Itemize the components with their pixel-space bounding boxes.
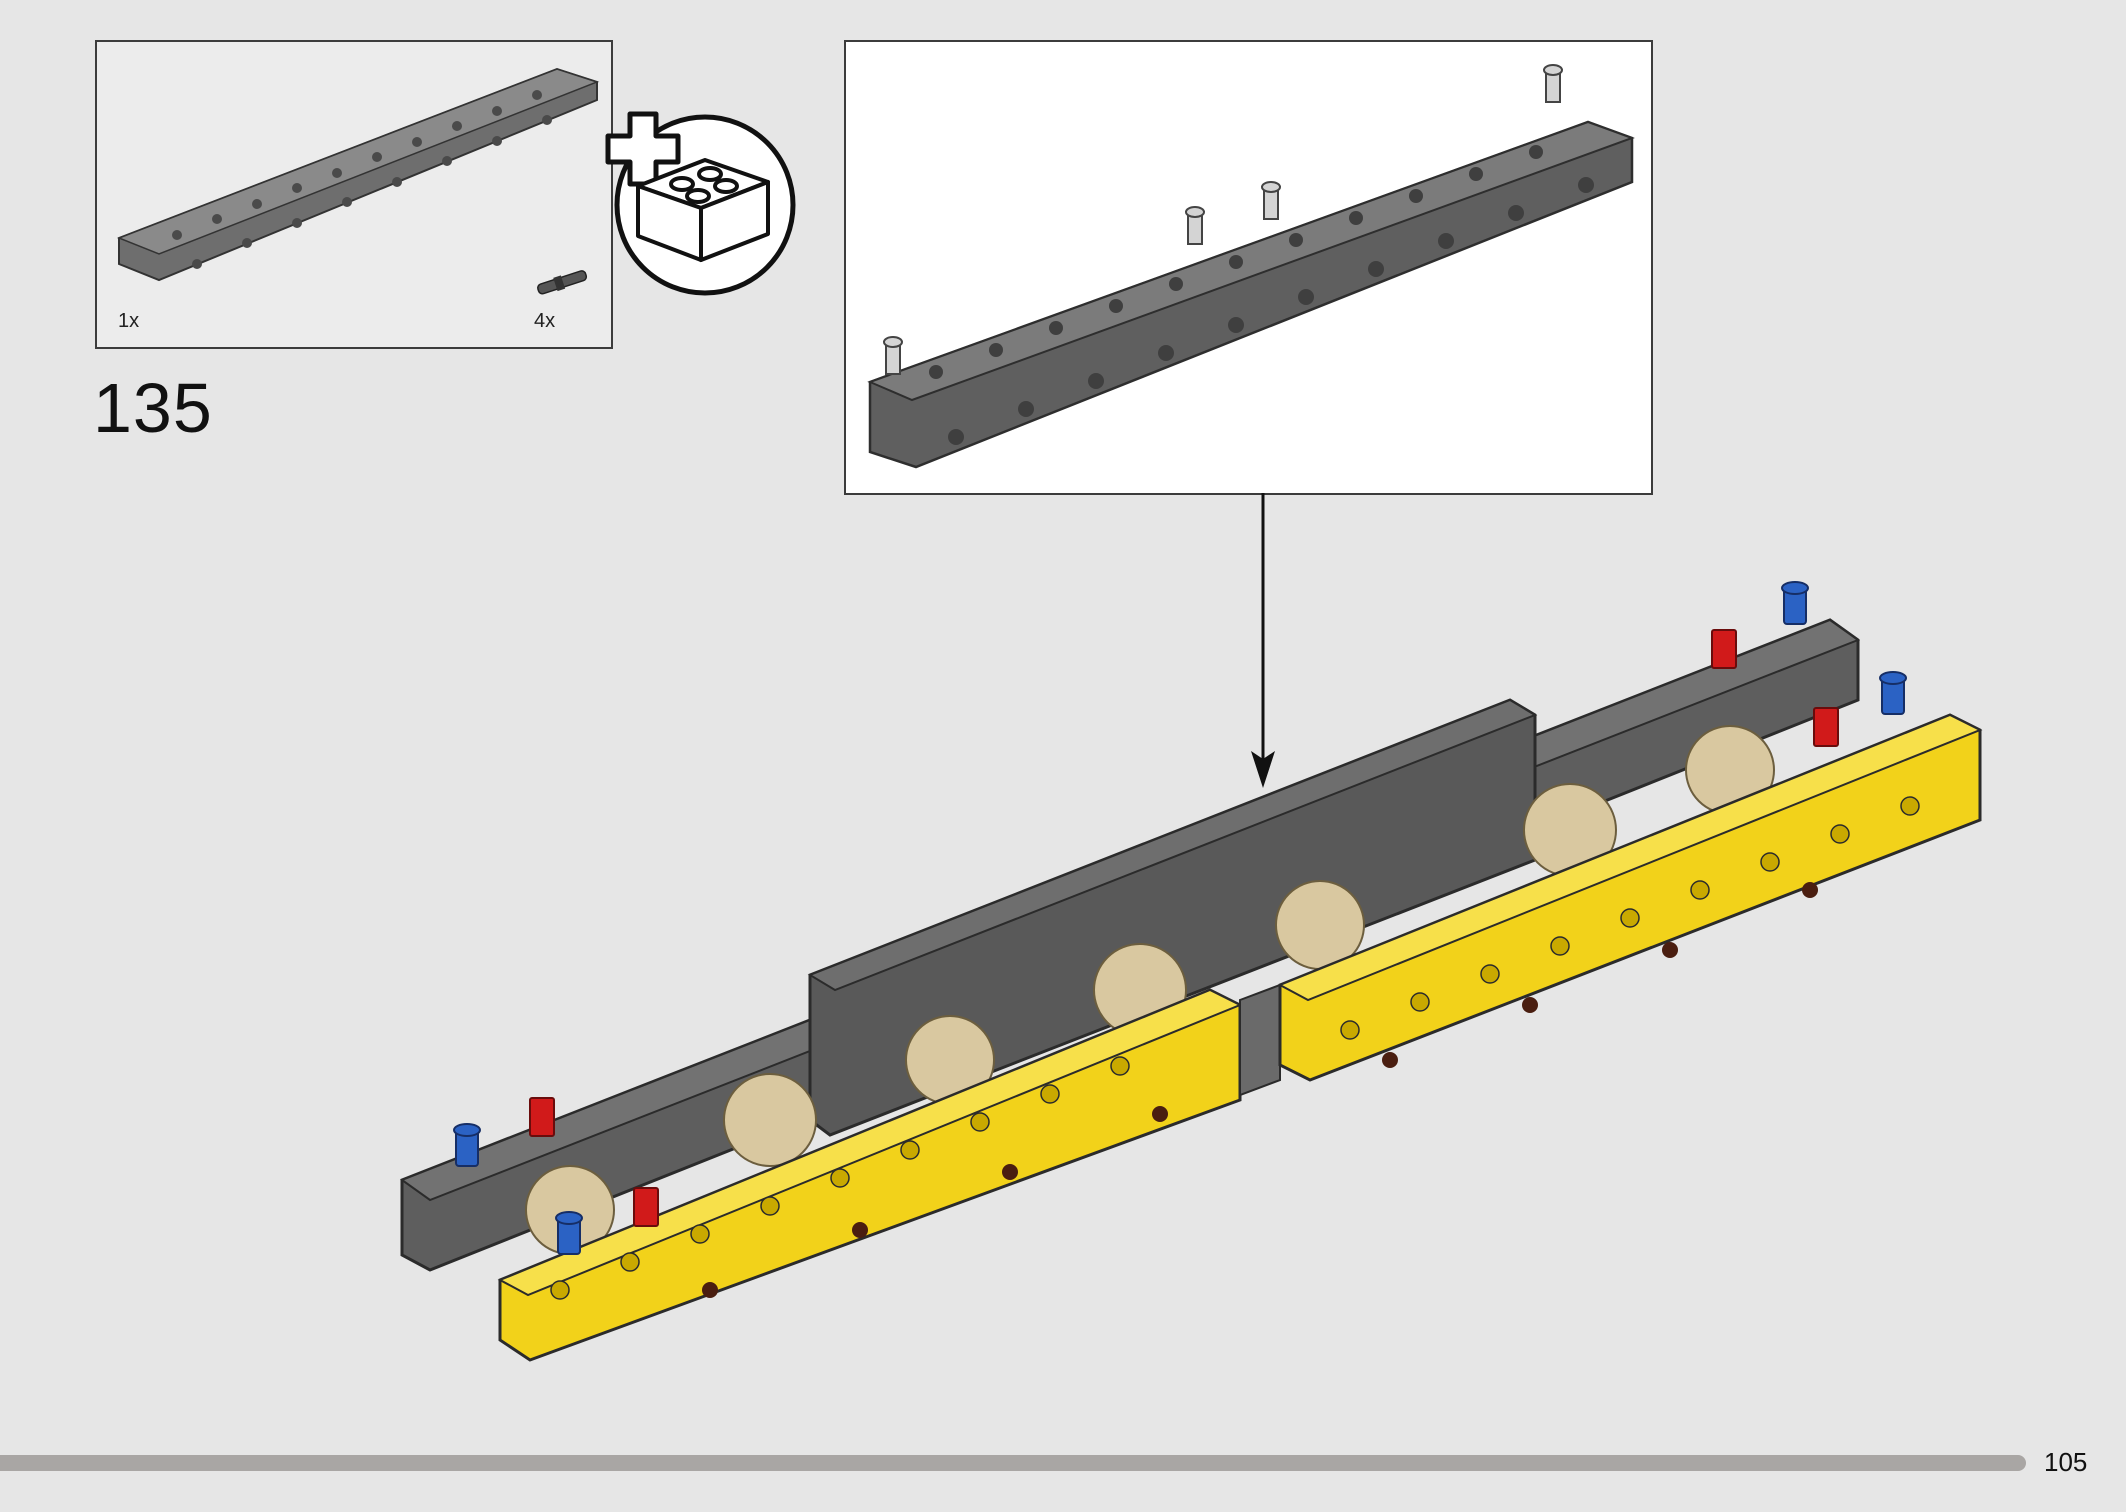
quantity-label: 1x xyxy=(118,310,140,332)
page-progress-bar xyxy=(0,1455,2026,1471)
page-number: 105 xyxy=(2044,1447,2088,1477)
dark-grey-frame-beam-icon xyxy=(116,67,600,282)
add-subassembly-brick-icon xyxy=(605,111,796,296)
step-number: 135 xyxy=(93,369,213,447)
quantity-label: 4x xyxy=(534,310,556,332)
parts-list-box: 1x 4x xyxy=(95,40,613,349)
placement-arrow xyxy=(1251,493,1275,788)
technic-pin-icon xyxy=(537,270,588,295)
subassembly-callout-box xyxy=(844,40,1653,495)
subassembly-frame-beam-illustration xyxy=(867,64,1635,469)
main-model-illustration xyxy=(399,581,1983,1362)
